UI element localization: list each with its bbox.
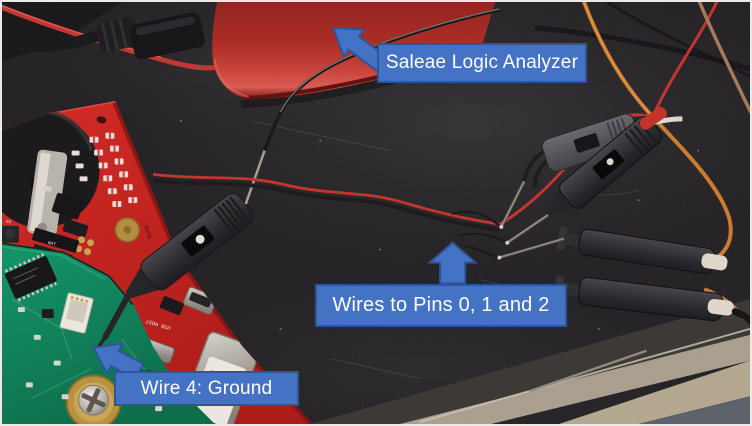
label-saleae-text: Saleae Logic Analyzer <box>385 52 579 73</box>
label-wire4-ground: Wire 4: Ground <box>114 371 299 406</box>
label-saleae-logic-analyzer: Saleae Logic Analyzer <box>377 43 587 83</box>
label-wires-to-pins: Wires to Pins 0, 1 and 2 <box>315 284 567 327</box>
label-wires-text: Wires to Pins 0, 1 and 2 <box>332 294 550 316</box>
label-ground-text: Wire 4: Ground <box>140 377 273 399</box>
